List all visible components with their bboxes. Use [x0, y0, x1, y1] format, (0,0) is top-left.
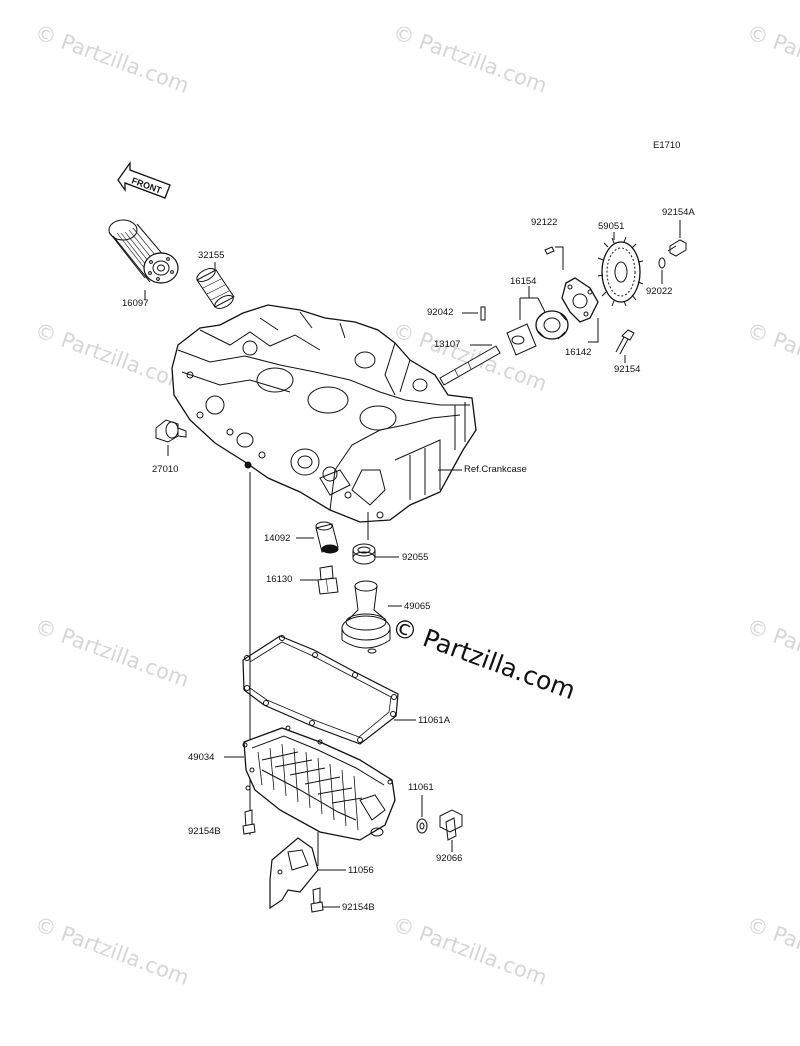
front-arrow-icon: FRONT	[117, 160, 171, 199]
part-label-16130[interactable]: 16130	[266, 574, 293, 585]
gasket-11061A[interactable]	[242, 635, 399, 745]
part-label-92122[interactable]: 92122	[531, 217, 558, 228]
washer-11061[interactable]	[416, 818, 428, 834]
part-label-14092[interactable]: 14092	[264, 533, 291, 544]
crankcase-assembly	[171, 304, 477, 523]
part-label-49065[interactable]: 49065	[404, 601, 431, 612]
fitting-16130[interactable]	[317, 565, 339, 595]
part-label-32155[interactable]: 32155	[198, 250, 225, 261]
part-label-92154A[interactable]: 92154A	[662, 207, 695, 218]
part-label-11056[interactable]: 11056	[348, 865, 374, 876]
part-label-92042[interactable]: 92042	[427, 307, 454, 318]
shaft-13107[interactable]	[439, 345, 501, 386]
drain-plug-92066[interactable]	[439, 809, 463, 841]
part-label-49034[interactable]: 49034	[188, 752, 215, 763]
part-label-92154[interactable]: 92154	[614, 364, 641, 375]
part-label-59051[interactable]: 59051	[598, 221, 625, 232]
oil-strainer-49065[interactable]	[341, 580, 391, 654]
bolt-92154[interactable]	[615, 329, 635, 355]
bolt-92154B[interactable]	[242, 809, 256, 835]
part-label-92154B[interactable]: 92154B	[188, 826, 221, 837]
part-label-16154[interactable]: 16154	[510, 276, 537, 287]
part-label-92066[interactable]: 92066	[436, 853, 463, 864]
sprocket-59051[interactable]	[597, 236, 644, 307]
pin-92042[interactable]	[480, 306, 486, 321]
bushing-14092[interactable]	[315, 521, 339, 554]
part-label-16097[interactable]: 16097	[122, 298, 149, 309]
part-label-16142[interactable]: 16142	[565, 347, 592, 358]
reference-label-crankcase: Ref.Crankcase	[464, 464, 527, 475]
plug-27010[interactable]	[155, 419, 187, 443]
pin-92122[interactable]	[544, 246, 555, 255]
part-label-92022[interactable]: 92022	[646, 286, 673, 297]
leader-line	[555, 246, 564, 270]
diagram-code: E1710	[653, 140, 681, 151]
o-ring-92055[interactable]	[352, 543, 376, 565]
part-label-11061A[interactable]: 11061A	[418, 715, 451, 726]
part-label-13107[interactable]: 13107	[434, 339, 461, 350]
part-label-92055[interactable]: 92055	[402, 552, 429, 563]
fitting-32155[interactable]	[195, 266, 235, 311]
bolt-92154A[interactable]	[667, 239, 687, 257]
bracket-11056[interactable]	[269, 837, 319, 910]
washer-92022[interactable]	[658, 257, 666, 269]
bolt-92154B[interactable]	[310, 887, 324, 913]
pump-cover-16142[interactable]	[561, 277, 599, 323]
part-label-11061[interactable]: 11061	[408, 782, 434, 793]
part-label-92154B[interactable]: 92154B	[342, 902, 375, 913]
oil-filter-16097[interactable]	[108, 219, 179, 284]
rotor-set-16154[interactable]	[506, 310, 569, 356]
oil-pan-49034[interactable]	[242, 725, 396, 841]
leader-line	[588, 318, 599, 343]
part-label-27010[interactable]: 27010	[152, 464, 179, 475]
